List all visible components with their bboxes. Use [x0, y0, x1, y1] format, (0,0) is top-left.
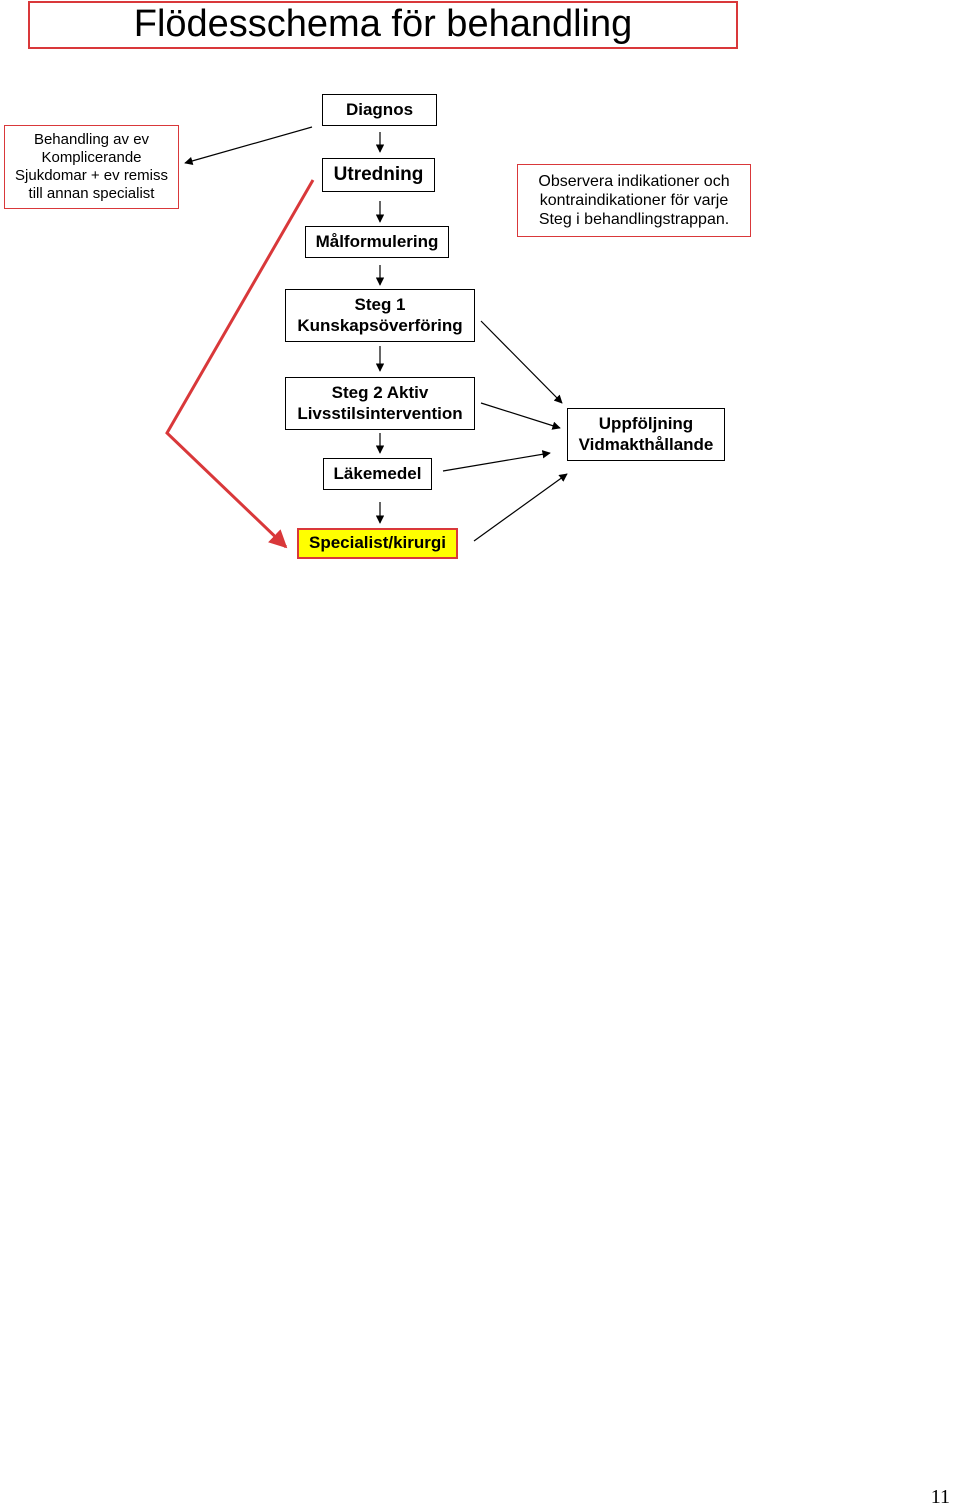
arrow-steg1-uppfoljning	[480, 320, 563, 404]
side-note-line-4: till annan specialist	[28, 185, 155, 202]
side-note-line-3: Sjukdomar + ev remiss	[15, 167, 168, 184]
node-specialist-label: Specialist/kirurgi	[309, 533, 446, 553]
node-uppfoljning-line-1: Uppföljning	[598, 414, 694, 434]
node-lakemedel-label: Läkemedel	[333, 463, 422, 483]
page-title-text: Flödesschema för behandling	[133, 3, 633, 46]
node-diagnos: Diagnos	[322, 94, 437, 126]
node-malformulering: Målformulering	[305, 226, 449, 258]
node-uppfoljning: Uppföljning Vidmakthållande	[567, 408, 725, 461]
arrow-steg2-uppfoljning	[480, 402, 561, 430]
side-note-line-1: Behandling av ev	[33, 131, 150, 148]
observe-note-line-2: kontraindikationer för varje	[539, 191, 729, 209]
node-steg1: Steg 1 Kunskapsöverföring	[285, 289, 475, 342]
node-steg2-line-2: Livsstilsintervention	[297, 403, 463, 423]
observe-note-line-1: Observera indikationer och	[538, 172, 730, 190]
node-utredning: Utredning	[322, 158, 435, 192]
node-lakemedel: Läkemedel	[323, 458, 432, 490]
page-title: Flödesschema för behandling	[28, 1, 738, 49]
red-bypass-arrow	[165, 179, 315, 549]
page-number: 11	[930, 1486, 950, 1508]
node-utredning-label: Utredning	[333, 163, 424, 185]
arrow-specialist-uppfoljning	[473, 473, 568, 542]
arrow-lakemedel-uppfoljning	[442, 450, 551, 472]
observe-note-box: Observera indikationer och kontraindikat…	[517, 164, 751, 237]
node-steg2-line-1: Steg 2 Aktiv	[331, 383, 429, 403]
side-note-line-2: Komplicerande	[41, 149, 142, 166]
node-uppfoljning-line-2: Vidmakthållande	[578, 434, 714, 454]
side-note-box: Behandling av ev Komplicerande Sjukdomar…	[4, 125, 179, 209]
node-steg2: Steg 2 Aktiv Livsstilsintervention	[285, 377, 475, 430]
node-malformulering-label: Målformulering	[315, 231, 439, 251]
node-specialist: Specialist/kirurgi	[297, 528, 458, 559]
node-steg1-line-1: Steg 1	[354, 295, 406, 315]
observe-note-line-3: Steg i behandlingstrappan.	[538, 211, 730, 229]
node-steg1-line-2: Kunskapsöverföring	[297, 315, 463, 335]
arrow-to-side-note	[184, 126, 313, 165]
node-diagnos-label: Diagnos	[345, 99, 414, 119]
